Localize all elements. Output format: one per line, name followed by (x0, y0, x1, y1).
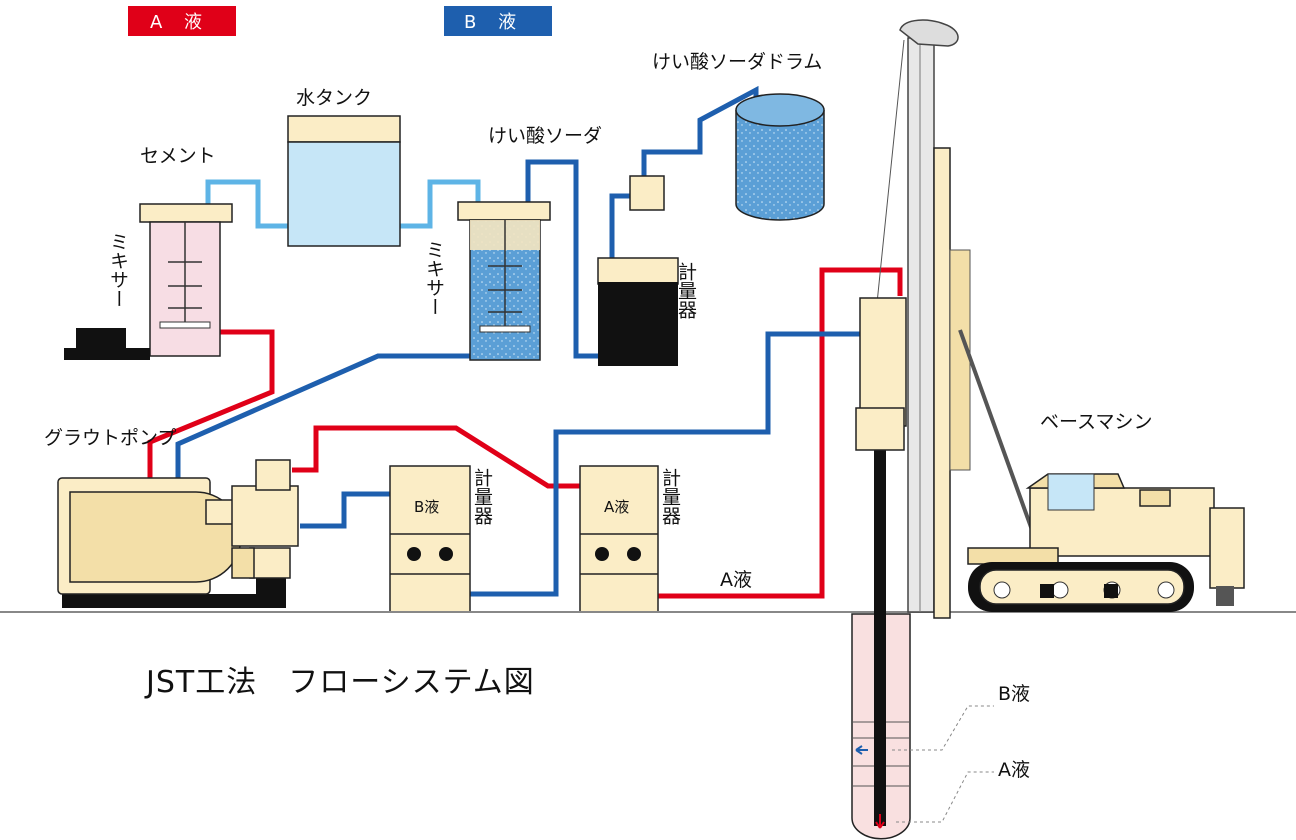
base-machine-label: ベースマシン (1040, 411, 1152, 433)
meter-a-label: 計量器 (659, 468, 681, 525)
cement-label: セメント (140, 145, 216, 167)
silicate-lines (525, 85, 759, 359)
silicate-drum-label: けい酸ソーダドラム (652, 51, 822, 73)
meter-b: B液 計量器 (389, 465, 493, 613)
water-tank: 水タンク (287, 87, 401, 247)
borehole: B液 A液 (851, 448, 1030, 840)
grout-pump: グラウトポンプ (44, 427, 299, 608)
mixer-b: けい酸ソーダ ミキサー (423, 125, 602, 361)
a-line-label: A液 (720, 569, 752, 591)
mixer-a: セメント ミキサー (64, 145, 233, 360)
legend-a-liquid: A 液 (128, 6, 236, 36)
meter-top: 計量器 (597, 175, 697, 366)
silicate-drum: けい酸ソーダドラム (652, 51, 825, 221)
mixer-b-label: ミキサー (423, 240, 445, 316)
svg-text:A 液: A 液 (150, 12, 210, 33)
grout-pump-label: グラウトポンプ (44, 427, 176, 449)
meter-a: A液 計量器 (579, 465, 681, 613)
meter-a-face-label: A液 (604, 498, 629, 516)
a-callout-label: A液 (998, 759, 1030, 781)
base-machine: ベースマシン (855, 19, 1245, 619)
water-lines (205, 179, 481, 229)
meter-top-label: 計量器 (675, 262, 697, 319)
mixer-a-label: ミキサー (107, 232, 129, 308)
legend-b-liquid: B 液 (444, 6, 552, 36)
svg-text:B 液: B 液 (464, 12, 524, 33)
diagram-title: JST工法 フローシステム図 (144, 665, 535, 700)
water-tank-label: 水タンク (296, 87, 372, 109)
a-liquid-lines (147, 267, 903, 599)
sodium-silicate-label: けい酸ソーダ (488, 125, 602, 147)
meter-b-label: 計量器 (471, 468, 493, 525)
b-callout-label: B液 (998, 683, 1030, 705)
meter-b-face-label: B液 (414, 498, 439, 516)
